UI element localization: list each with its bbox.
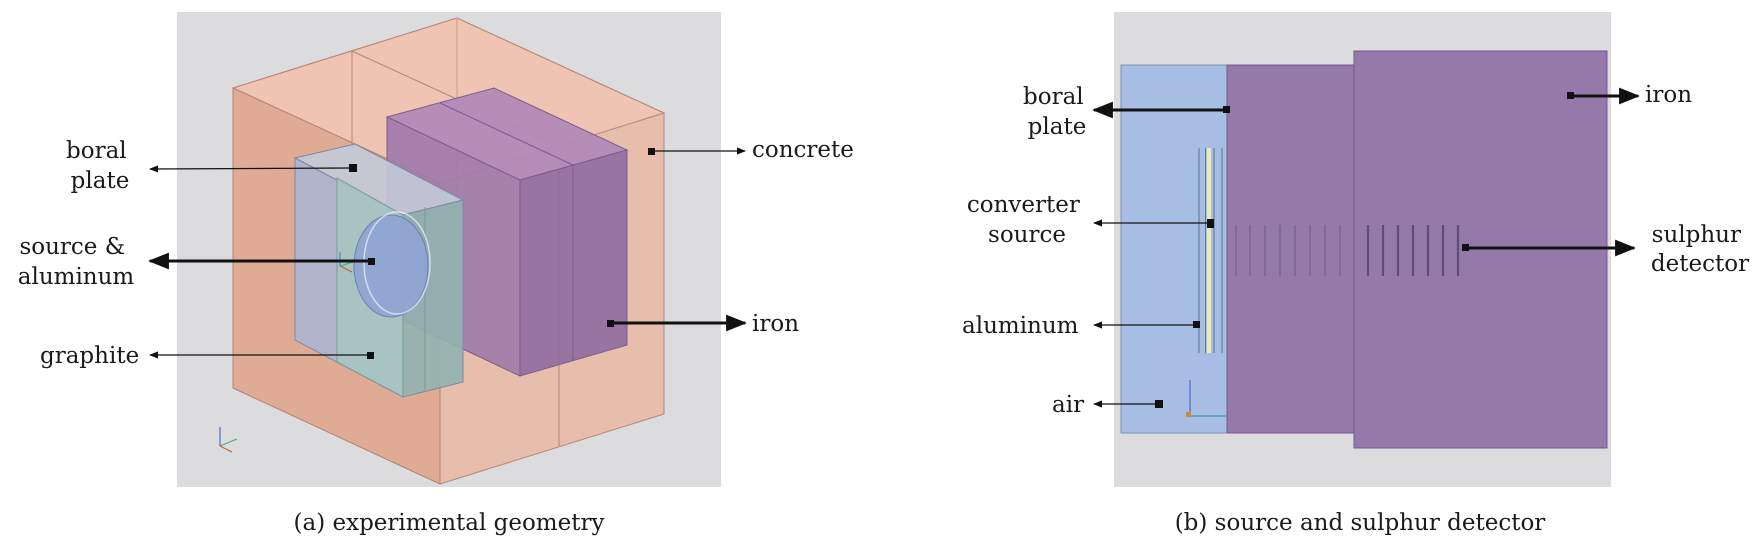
- caption-b: (b) source and sulphur detector: [1175, 510, 1546, 536]
- air-region: [1120, 64, 1228, 434]
- label-converter-source-line1: converter: [967, 192, 1080, 218]
- label-air: air: [1052, 392, 1084, 418]
- label-aluminum: aluminum: [962, 313, 1079, 339]
- label-source-aluminum-line1: source &: [19, 234, 125, 260]
- leader-lines-b: [1091, 87, 1641, 408]
- pick-markers-b: [1155, 92, 1574, 408]
- label-concrete: concrete: [752, 137, 854, 163]
- label-boral-plate-b-line1: boral: [1023, 84, 1084, 110]
- source-layers: [1198, 148, 1223, 353]
- label-iron-b: iron: [1645, 82, 1692, 108]
- label-boral-plate-a: boral plate: [66, 138, 134, 194]
- caption-a: (a) experimental geometry: [294, 510, 605, 536]
- label-graphite: graphite: [40, 343, 139, 369]
- panel-a: boral plate source & aluminum graphite c…: [18, 12, 854, 536]
- axis-triad-corner: [219, 427, 238, 453]
- iron-region-middle: [1226, 64, 1355, 434]
- label-iron-a: iron: [752, 311, 799, 337]
- axis-triad-b: [1186, 380, 1226, 417]
- label-sulphur-detector-line2: detector: [1651, 251, 1749, 277]
- label-source-aluminum-line2: aluminum: [18, 264, 135, 290]
- label-sulphur-detector: sulphur detector: [1651, 222, 1749, 277]
- arrow-boral-plate-a: [149, 165, 350, 173]
- sulphur-detector-foils: [1235, 225, 1460, 276]
- label-sulphur-detector-line1: sulphur: [1652, 222, 1741, 248]
- leader-lines-a: [147, 147, 748, 359]
- label-boral-plate-a-line2: plate: [71, 168, 130, 194]
- panel-b: boral plate converter source aluminum ai…: [962, 12, 1749, 536]
- label-boral-plate-b-line2: plate: [1028, 114, 1087, 140]
- label-converter-source: converter source: [967, 192, 1087, 248]
- axis-triad-small: [339, 252, 354, 273]
- label-converter-source-line2: source: [988, 222, 1066, 248]
- source-aluminum-disk: [353, 211, 431, 318]
- label-source-aluminum: source & aluminum: [18, 234, 135, 290]
- pick-markers-a: [349, 148, 655, 359]
- label-boral-plate-a-line1: boral: [66, 138, 127, 164]
- label-boral-plate-b: boral plate: [1023, 84, 1091, 140]
